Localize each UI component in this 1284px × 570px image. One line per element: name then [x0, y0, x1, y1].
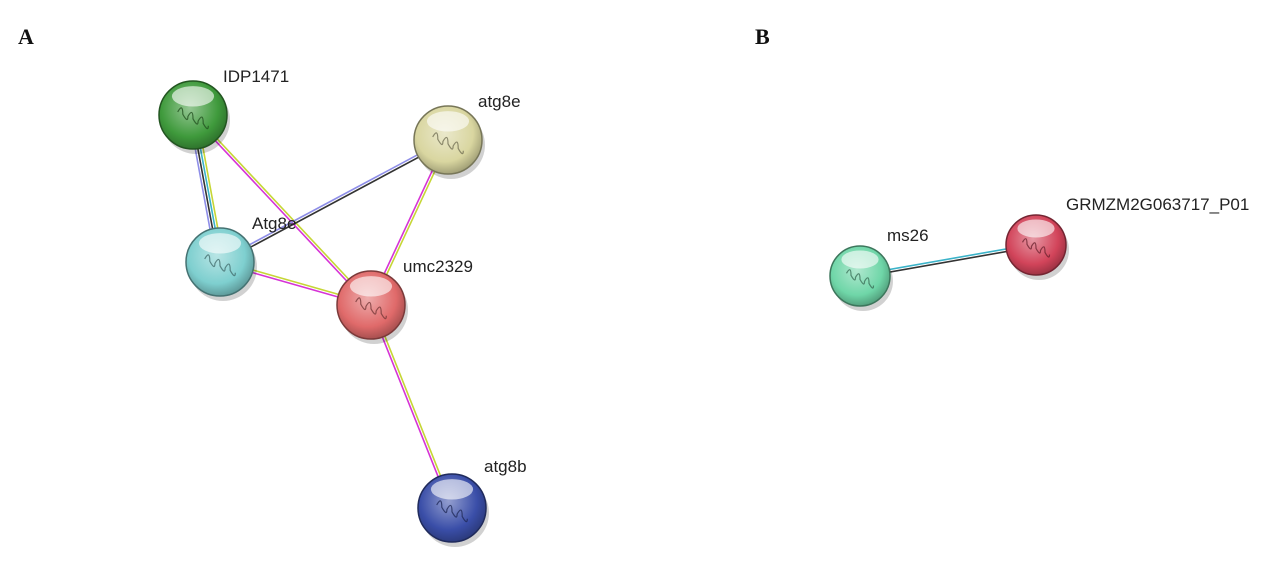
protein-structure-icon	[432, 132, 464, 155]
node-highlight	[841, 250, 879, 269]
edge-atg8e-atg8e	[219, 138, 449, 264]
node-label-atg8e: atg8e	[478, 92, 521, 111]
edges-layer	[188, 113, 1037, 509]
edge-evidence-line	[220, 140, 449, 264]
node-ms26[interactable]	[829, 245, 893, 311]
node-label-atg8b: atg8b	[484, 457, 527, 476]
panel-label-b: B	[755, 24, 770, 49]
node-idp1471[interactable]	[158, 80, 230, 154]
edge-evidence-line	[219, 138, 448, 262]
panel-label-a: A	[18, 24, 34, 49]
node-highlight	[198, 233, 242, 254]
protein-structure-icon	[845, 269, 875, 289]
node-label-atg8e: Atg8e	[252, 214, 296, 233]
protein-structure-icon	[177, 107, 209, 130]
edge-evidence-line	[369, 305, 452, 509]
node-grmzm2g063717-p01[interactable]	[1005, 214, 1069, 280]
node-highlight	[171, 86, 215, 107]
node-label-ms26: ms26	[887, 226, 929, 245]
protein-structure-icon	[204, 254, 236, 277]
nodes-layer	[158, 80, 1069, 547]
edge-evidence-line	[193, 113, 373, 305]
edge-umc2329-atg8b	[369, 304, 454, 509]
edge-evidence-line	[371, 304, 454, 508]
node-umc2329[interactable]	[336, 270, 408, 344]
edge-evidence-line	[191, 115, 371, 307]
protein-structure-icon	[355, 297, 387, 320]
node-label-idp1471: IDP1471	[223, 67, 289, 86]
node-label-umc2329: umc2329	[403, 257, 473, 276]
node-highlight	[1017, 219, 1055, 238]
protein-structure-icon	[1021, 238, 1051, 258]
node-atg8b[interactable]	[417, 473, 489, 547]
node-highlight	[430, 479, 474, 500]
node-label-grmzm2g063717-p01: GRMZM2G063717_P01	[1066, 195, 1249, 214]
node-atg8e[interactable]	[185, 227, 257, 301]
node-highlight	[426, 111, 470, 132]
node-highlight	[349, 276, 393, 297]
edge-idp1471-umc2329	[191, 113, 373, 307]
protein-structure-icon	[436, 500, 468, 523]
node-atg8e[interactable]	[413, 105, 485, 179]
